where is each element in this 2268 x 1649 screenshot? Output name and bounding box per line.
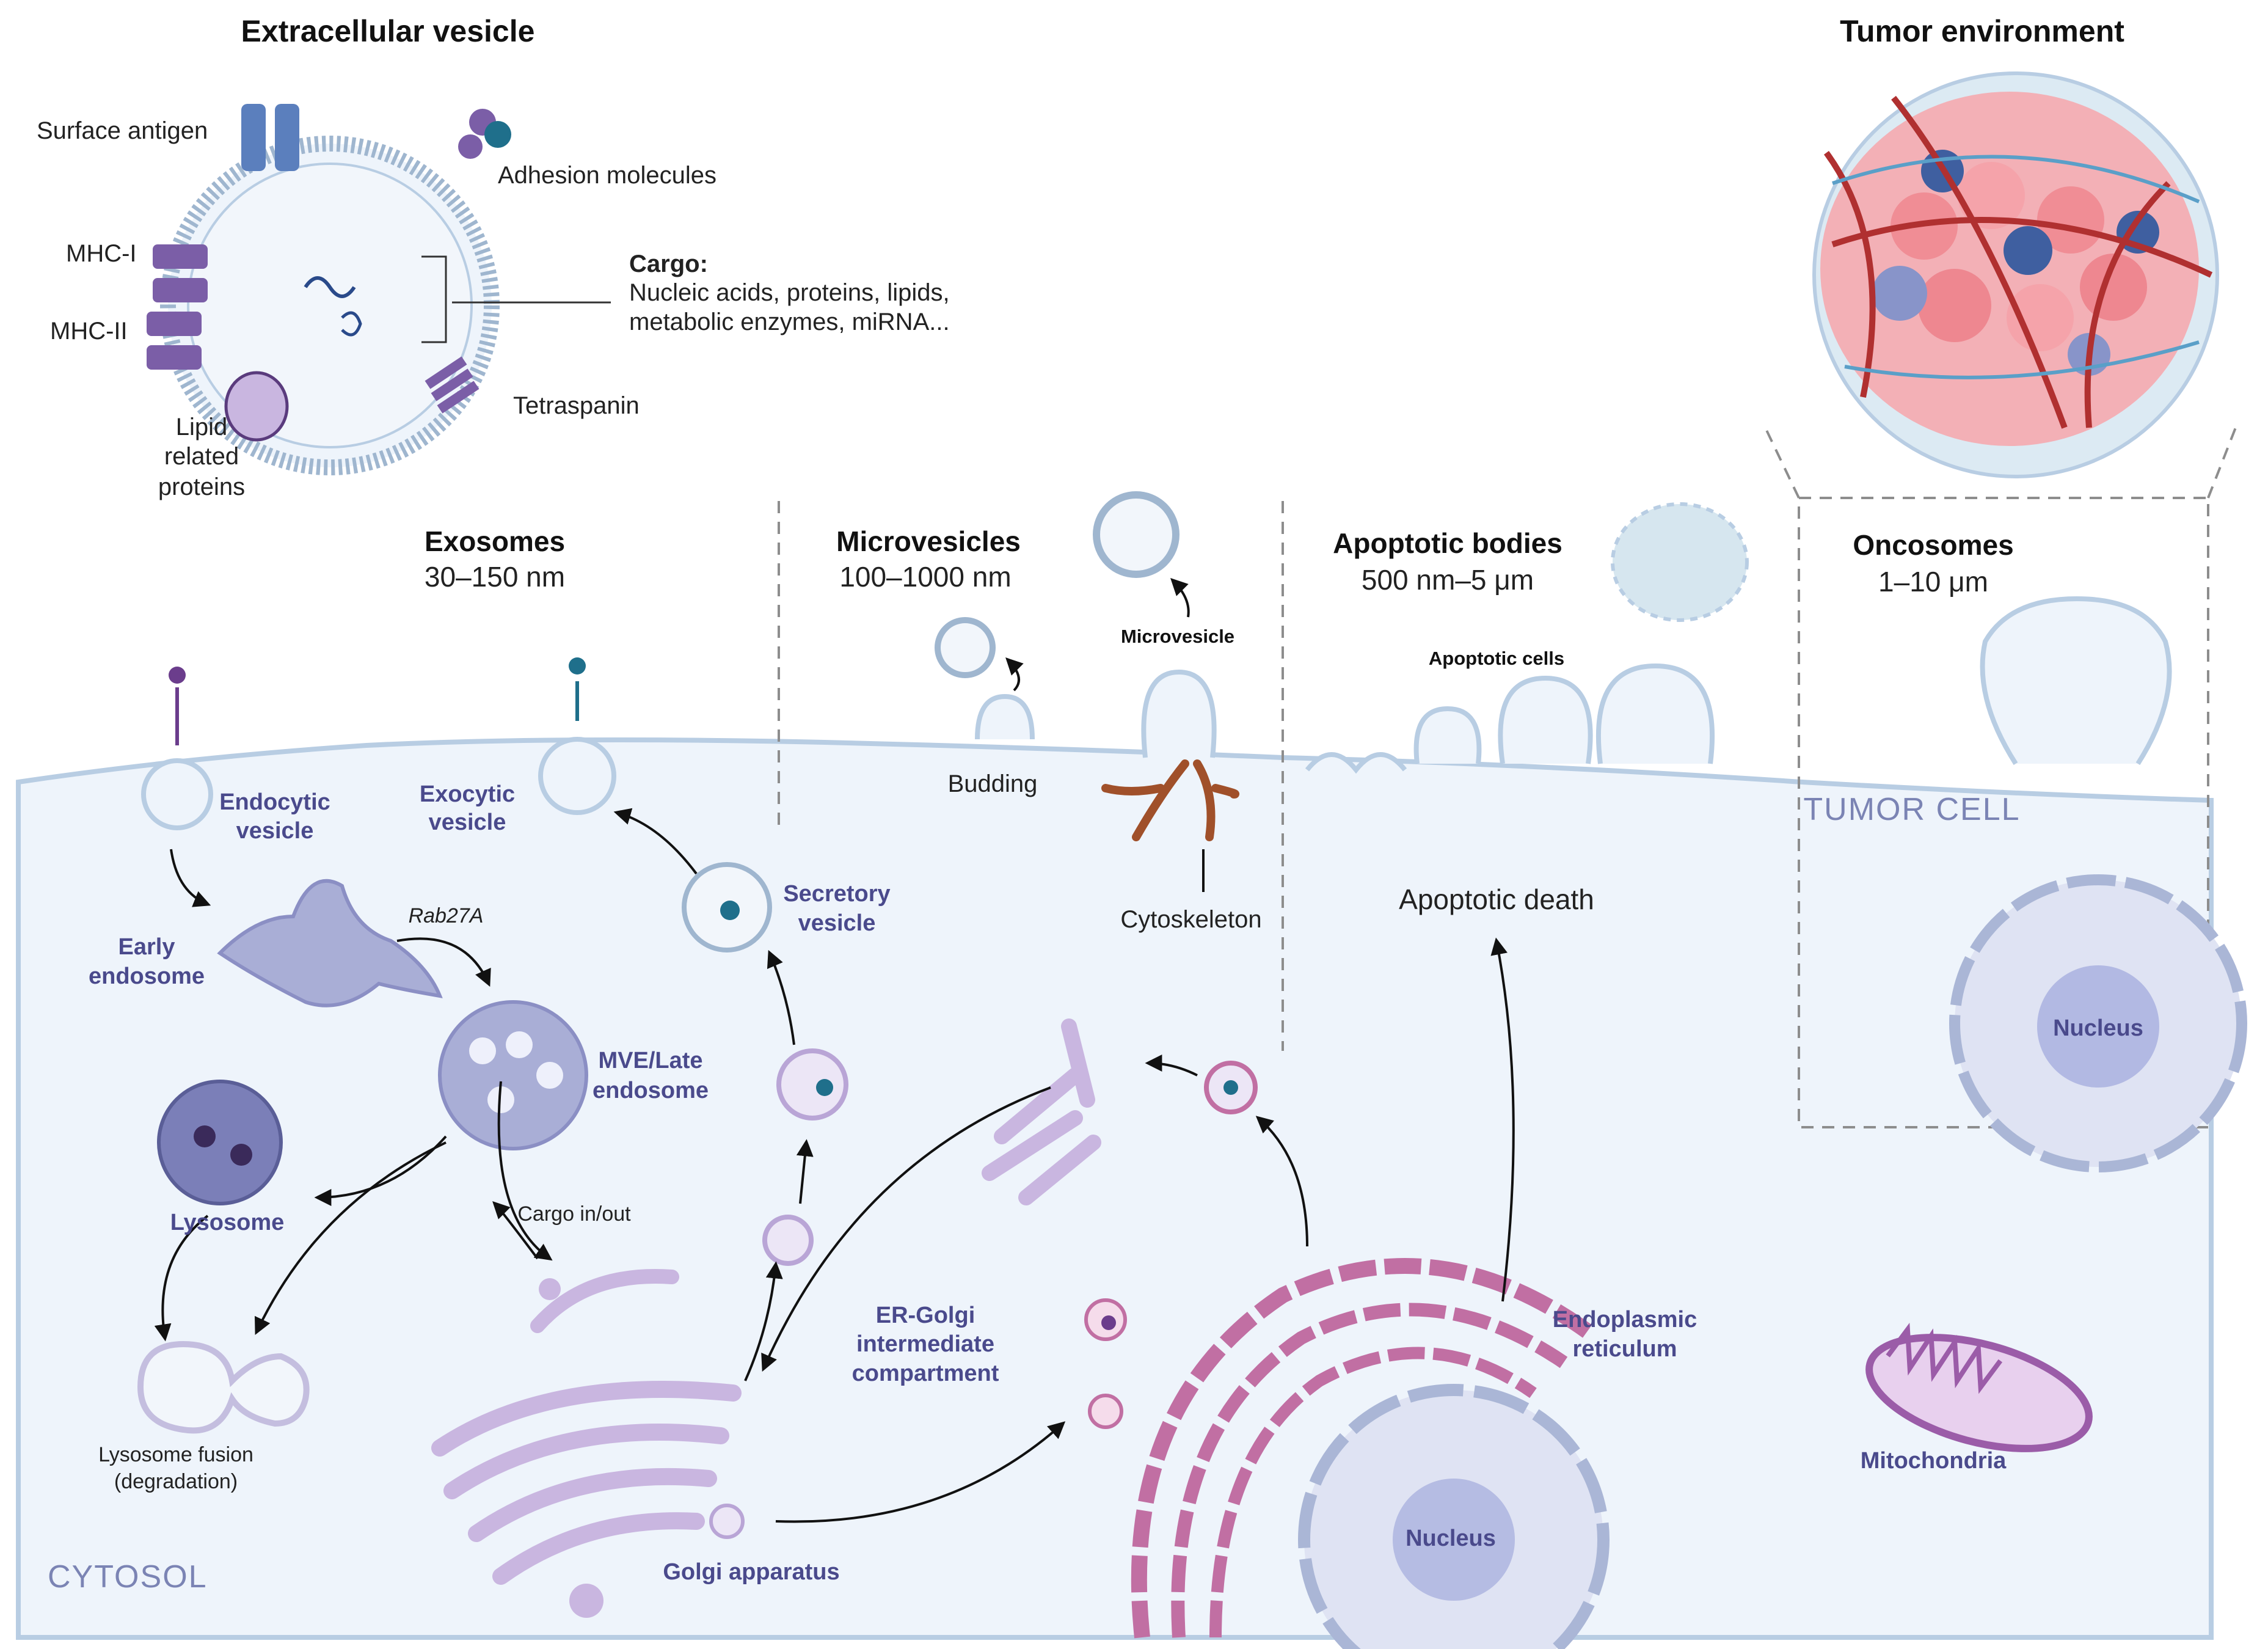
endocytic-vesicle-label-2: vesicle (236, 818, 314, 844)
ergic-label-3: compartment (852, 1361, 999, 1386)
cytosol-area (16, 737, 2214, 1640)
mitochondria-illustration (1865, 1323, 2093, 1452)
pathway-arrows (154, 578, 1515, 1523)
oncosomes-size: 1–10 μm (1878, 566, 1988, 598)
apoptotic-bodies-size: 500 nm–5 μm (1362, 564, 1534, 596)
cytoskeleton-label: Cytoskeleton (1120, 906, 1261, 933)
exocytic-vesicle-label-1: Exocytic (420, 781, 515, 807)
released-vesicles (935, 491, 1749, 678)
lysosome-fusion-label-1: Lysosome fusion (98, 1443, 253, 1466)
cytosol-label: CYTOSOL (48, 1559, 208, 1595)
tumor-environment-illustration (1812, 71, 2219, 478)
golgi-apparatus-illustration (431, 1269, 745, 1618)
lipid-label-3: proteins (158, 473, 245, 500)
microvesicles-size: 100–1000 nm (839, 561, 1011, 593)
ergic-label-2: intermediate (856, 1331, 994, 1357)
microvesicles-title: Microvesicles (836, 525, 1021, 557)
plasma-membrane-features (141, 596, 2172, 830)
cargo-title: Cargo: (629, 250, 708, 277)
er-and-nucleus-illustration (1084, 1258, 1610, 1649)
mhc1-label: MHC-I (66, 240, 137, 267)
lipid-label-2: related (164, 443, 239, 470)
cargo-line-2: metabolic enzymes, miRNA... (629, 309, 950, 335)
main-nucleus-label: Nucleus (1406, 1526, 1496, 1551)
lysosome-label: Lysosome (170, 1210, 285, 1235)
apoptotic-death-label: Apoptotic death (1399, 883, 1594, 915)
golgi-label: Golgi apparatus (663, 1559, 839, 1585)
endocytic-vesicle-label-1: Endocytic (219, 789, 330, 815)
cytoskeleton-filaments (1101, 759, 1239, 841)
secretory-vesicle-label-1: Secretory (783, 881, 890, 907)
apoptotic-cells-label: Apoptotic cells (1429, 648, 1564, 669)
cargo-inout-label: Cargo in/out (517, 1202, 631, 1226)
endocytic-organelles (137, 657, 1258, 1434)
tetraspanin-label: Tetraspanin (513, 392, 640, 419)
cargo-line-1: Nucleic acids, proteins, lipids, (629, 279, 950, 306)
mve-label-1: MVE/Late (598, 1048, 702, 1073)
tumor-environment-title: Tumor environment (1840, 14, 2124, 48)
apoptotic-bodies-title: Apoptotic bodies (1333, 527, 1562, 559)
early-endosome-label-1: Early (119, 934, 175, 960)
mhc2-label: MHC-II (50, 318, 128, 345)
ergic-illustration (982, 1018, 1101, 1205)
er-label-2: reticulum (1572, 1336, 1677, 1362)
oncosome-nucleus-label: Nucleus (2053, 1015, 2143, 1041)
lysosome-fusion-label-2: (degradation) (114, 1470, 238, 1493)
surface-antigen-label: Surface antigen (37, 117, 208, 144)
mve-label-2: endosome (593, 1078, 709, 1103)
exosomes-title: Exosomes (425, 525, 565, 557)
tumor-cell-label: TUMOR CELL (1803, 792, 2020, 827)
exocytic-vesicle-label-2: vesicle (429, 810, 506, 835)
rab27a-label: Rab27A (409, 904, 484, 927)
exosomes-size: 30–150 nm (425, 561, 565, 593)
secretory-vesicle-label-2: vesicle (798, 910, 876, 936)
section-dividers (778, 427, 2237, 1128)
er-label-1: Endoplasmic (1553, 1307, 1697, 1333)
early-endosome-label-2: endosome (89, 963, 205, 989)
ev-title: Extracellular vesicle (241, 14, 535, 48)
budding-label: Budding (948, 770, 1038, 797)
microvesicle-label: Microvesicle (1121, 626, 1234, 647)
oncosome-nucleus-illustration (1949, 874, 2247, 1172)
ergic-label-1: ER-Golgi (876, 1303, 975, 1328)
lipid-label-1: Lipid (176, 414, 228, 441)
extracellular-vesicle-diagram (147, 104, 611, 475)
mitochondria-label: Mitochondria (1861, 1448, 2007, 1474)
adhesion-molecules-label: Adhesion molecules (498, 162, 716, 189)
oncosomes-title: Oncosomes (1853, 529, 2013, 561)
